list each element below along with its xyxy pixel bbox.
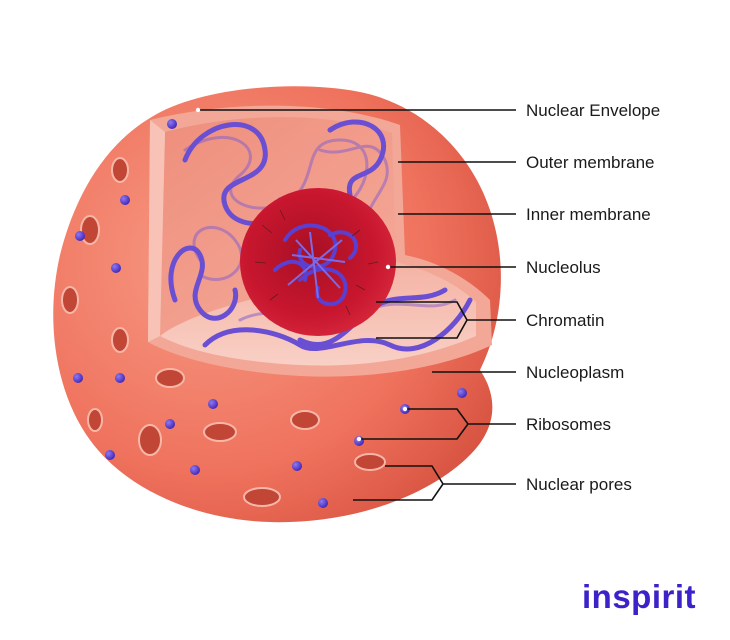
leader-chromatin: [376, 301, 516, 339]
label-ribosomes: Ribosomes: [526, 415, 611, 434]
label-outer-membrane: Outer membrane: [526, 153, 655, 172]
leader-ribosomes: [359, 408, 516, 440]
label-chromatin: Chromatin: [526, 311, 604, 330]
leader-nuclear-pores: [353, 465, 516, 501]
labels: Nuclear Envelope Outer membrane Inner me…: [526, 101, 660, 494]
label-nuclear-pores: Nuclear pores: [526, 475, 632, 494]
label-nuclear-envelope: Nuclear Envelope: [526, 101, 660, 120]
inspirit-logo: inspirit: [582, 578, 697, 615]
nucleolus: [240, 188, 396, 336]
leader-lines: [195, 107, 516, 501]
ribosomes: [73, 119, 467, 508]
nuclear-pores: [61, 157, 386, 507]
label-inner-membrane: Inner membrane: [526, 205, 651, 224]
label-nucleoplasm: Nucleoplasm: [526, 363, 624, 382]
label-nucleolus: Nucleolus: [526, 258, 601, 277]
